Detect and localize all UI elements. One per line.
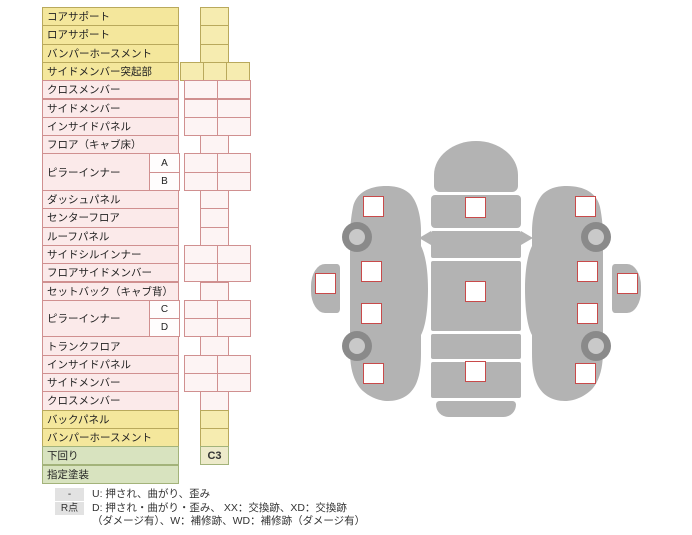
part-label: ピラーインナー xyxy=(42,153,150,191)
right-rear-wheel-hub xyxy=(588,338,604,354)
legend-row-rten-cont: （ダメージ有）、W：補修跡、WD：補修跡（ダメージ有） xyxy=(92,515,365,529)
floor-front-check[interactable] xyxy=(465,197,486,218)
right-rear-door-check[interactable] xyxy=(577,303,598,324)
legend-text-u: U: 押され、曲がり、歪み xyxy=(92,488,211,500)
left-quarter-panel-check[interactable] xyxy=(363,363,384,384)
legend-text-rten: D: 押され・曲がり・歪み、 XX：交換跡、XD：交換跡 xyxy=(92,501,347,514)
floor-rear-check[interactable] xyxy=(465,361,486,382)
left-front-door-check[interactable] xyxy=(361,261,382,282)
right-front-fender-check[interactable] xyxy=(575,196,596,217)
left-rear-wheel-hub xyxy=(349,338,365,354)
legend: - U: 押され、曲がり、歪み R点 D: 押され・曲がり・歪み、 XX：交換跡… xyxy=(55,488,365,529)
part-label: ピラーインナー xyxy=(42,299,150,338)
part-label: センターフロア xyxy=(42,208,179,228)
part-label: 下回り xyxy=(42,446,179,466)
damage-parts-table: コアサポートロアサポートバンパーホースメントサイドメンバー突起部クロスメンバーサ… xyxy=(42,7,254,485)
floor-segment-3 xyxy=(431,231,521,258)
right-front-wheel-hub xyxy=(588,229,604,245)
legend-row-rten: R点 D: 押され・曲がり・歪み、 XX：交換跡、XD：交換跡 xyxy=(55,501,365,516)
underbody-grade-value[interactable]: C3 xyxy=(200,446,229,466)
floor-segment-5 xyxy=(431,334,521,359)
part-label: サイドメンバー突起部 xyxy=(42,61,179,82)
left-front-fender-check[interactable] xyxy=(363,196,384,217)
part-label: バンパーホースメント xyxy=(42,43,179,63)
left-side-view xyxy=(342,186,428,401)
legend-row-u: - U: 押され、曲がり、歪み xyxy=(55,488,365,502)
left-front-wheel-hub xyxy=(349,229,365,245)
part-label: インサイドパネル xyxy=(42,354,179,374)
left-rear-door-check[interactable] xyxy=(361,303,382,324)
floor-segment-front xyxy=(434,141,518,192)
damage-cell[interactable] xyxy=(217,171,251,191)
legend-text-rten-cont: （ダメージ有）、W：補修跡、WD：補修跡（ダメージ有） xyxy=(92,515,366,527)
floor-segment-rear xyxy=(436,401,516,417)
left-side-body xyxy=(350,186,428,401)
part-label: 指定塗装 xyxy=(42,464,179,484)
damage-cell[interactable] xyxy=(217,263,251,283)
right-quarter-panel-check[interactable] xyxy=(575,363,596,384)
damage-cell[interactable] xyxy=(217,373,251,393)
right-side-view xyxy=(525,186,611,401)
left-bumper-corner-check[interactable] xyxy=(315,273,336,294)
damage-cell[interactable] xyxy=(217,318,251,338)
right-front-door-check[interactable] xyxy=(577,261,598,282)
legend-badge-dash: - xyxy=(55,488,84,501)
part-label: サイドメンバー xyxy=(42,98,179,118)
floor-center-check[interactable] xyxy=(465,281,486,302)
right-jack-point xyxy=(521,231,533,245)
left-jack-point xyxy=(419,231,431,245)
right-bumper-corner-check[interactable] xyxy=(617,273,638,294)
damage-cell[interactable] xyxy=(217,116,251,137)
legend-badge-rten: R点 xyxy=(55,501,84,515)
